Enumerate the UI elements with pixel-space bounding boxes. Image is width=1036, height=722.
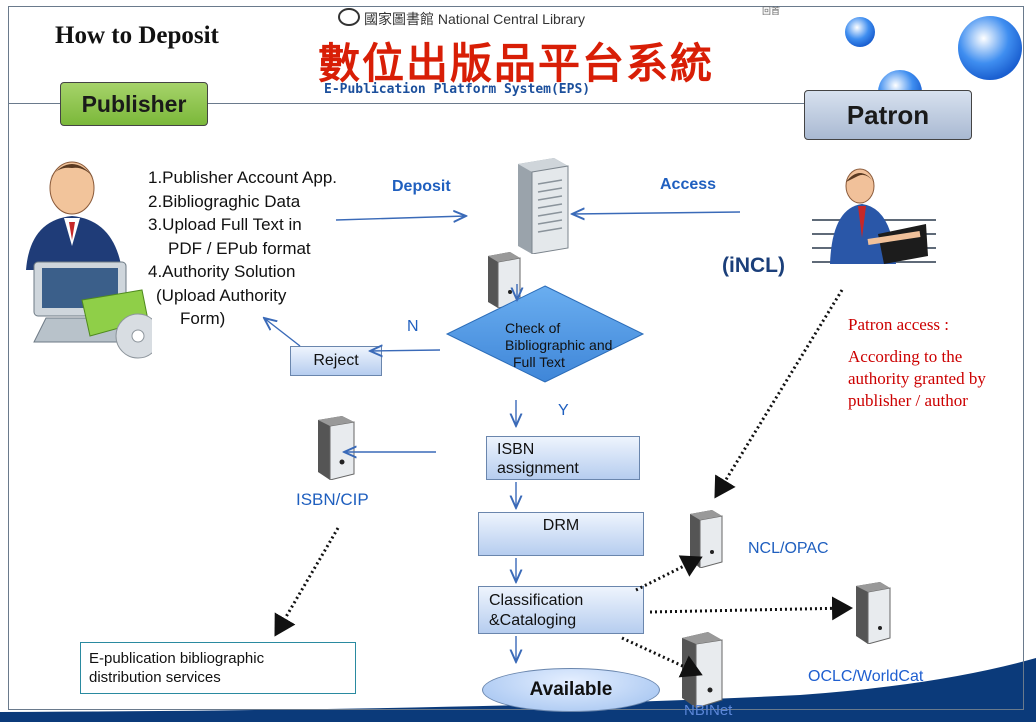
step-4-cont: (Upload Authority — [156, 285, 287, 305]
oclc-label: OCLC/WorldCat — [808, 668, 924, 685]
nbinet-server-icon — [682, 632, 723, 708]
incl-label: (iNCL) — [722, 254, 785, 277]
nbinet-label: NBINet — [684, 702, 733, 719]
corner-mark: 回首 — [762, 6, 781, 16]
isbn-server-icon — [318, 416, 355, 480]
ncl-opac-server-icon — [690, 510, 723, 568]
publisher-label: Publisher — [60, 82, 208, 126]
check-label: Check of Bibliographic and Full Text — [505, 320, 613, 370]
step-1: 1.Publisher Account App. — [148, 168, 338, 187]
step-3: 3.Upload Full Text in — [148, 215, 302, 234]
logo-org: 國家圖書館 National Central Library — [338, 8, 585, 29]
isbn-assignment-box: ISBN assignment — [486, 436, 640, 480]
step-4: 4.Authority Solution — [148, 262, 296, 281]
access-label: Access — [660, 176, 717, 193]
patron-access-note: Patron access : According to the authori… — [848, 315, 986, 410]
ncl-emblem-icon — [338, 8, 360, 26]
logo-subtitle: E-Publication Platform System(EPS) — [324, 82, 591, 97]
available-ellipse: Available — [482, 668, 660, 712]
distribution-box: E-publication bibliographic distribution… — [80, 642, 356, 694]
patron-person-icon — [808, 164, 940, 268]
eps-logo: 國家圖書館 National Central Library 數位出版品平台系統… — [318, 6, 758, 102]
publisher-person-icon — [26, 161, 152, 359]
oclc-server-icon — [856, 582, 891, 644]
ncl-opac-label: NCL/OPAC — [748, 540, 829, 557]
drm-box: DRM — [478, 512, 644, 556]
step-2: 2.Bibliograghic Data — [148, 191, 301, 211]
isbn-cip-label: ISBN/CIP — [296, 490, 369, 509]
page-title: How to Deposit — [55, 22, 219, 49]
deposit-steps: 1.Publisher Account App. 2.Bibliograghic… — [148, 166, 337, 331]
classification-box: Classification &Cataloging — [478, 586, 644, 634]
main-server-icon — [518, 158, 569, 254]
header-divider — [8, 103, 808, 104]
step-4-cont2: Form) — [180, 309, 226, 328]
logo-title: 數位出版品平台系統 — [318, 39, 715, 88]
patron-label: Patron — [804, 90, 972, 140]
step-3-cont: PDF / EPub format — [168, 238, 311, 258]
slide-frame — [8, 6, 1024, 710]
no-label: N — [407, 318, 419, 335]
deposit-label: Deposit — [392, 178, 451, 195]
reject-box: Reject — [290, 346, 382, 376]
bottom-swoosh — [0, 658, 1036, 722]
yes-label: Y — [558, 402, 569, 419]
check-diamond — [445, 285, 645, 383]
